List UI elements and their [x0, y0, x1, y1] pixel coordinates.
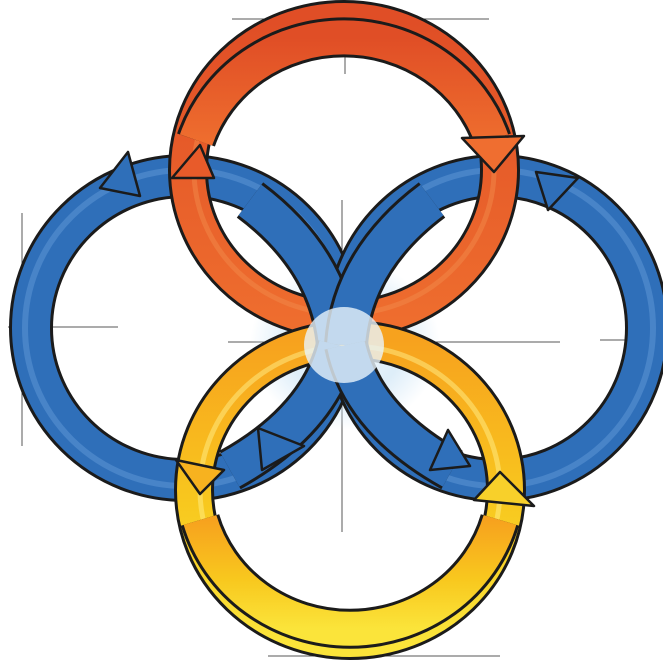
red-weave-front: [196, 37, 492, 140]
center-highlight: [304, 307, 384, 383]
yellow-weave-front: [200, 520, 500, 629]
